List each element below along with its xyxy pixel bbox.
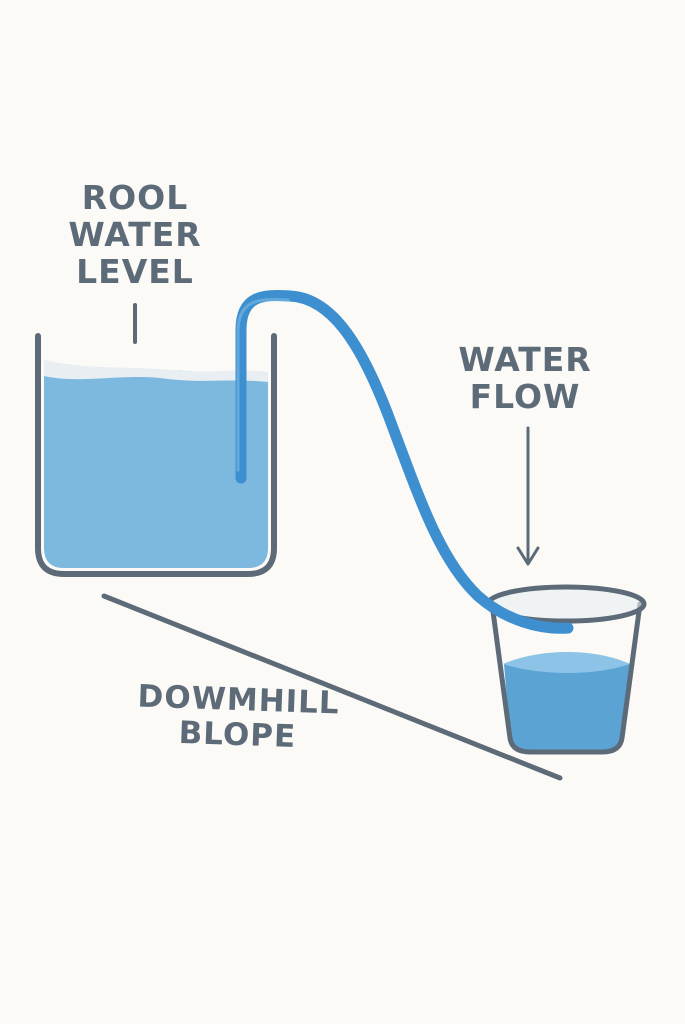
cup-water-top xyxy=(503,652,630,673)
flow-label-line-2: FLOW xyxy=(469,376,581,416)
pool-label-line-2: WATER xyxy=(68,214,202,254)
pool-water-level-label: ROOL WATER LEVEL xyxy=(60,178,210,291)
siphon-hose xyxy=(235,290,574,634)
pool-water-surface xyxy=(44,360,268,382)
pool-container xyxy=(35,333,277,577)
water-flow-label: WATER FLOW xyxy=(445,340,605,416)
water-flow-arrowhead-icon xyxy=(516,546,540,566)
slope-label-line-1: DOWMHILL xyxy=(136,678,341,722)
cup-water xyxy=(504,656,630,750)
pool-water xyxy=(44,370,268,568)
siphon-hose-highlight xyxy=(236,297,290,472)
downhill-slope-label: DOWMHILL BLOPE xyxy=(127,678,349,756)
pool-label-line-3: LEVEL xyxy=(76,251,194,291)
pool-label-line-1: ROOL xyxy=(81,178,189,217)
flow-label-line-1: WATER xyxy=(458,340,592,379)
cup-body xyxy=(489,601,643,755)
downhill-slope-line xyxy=(101,593,563,781)
